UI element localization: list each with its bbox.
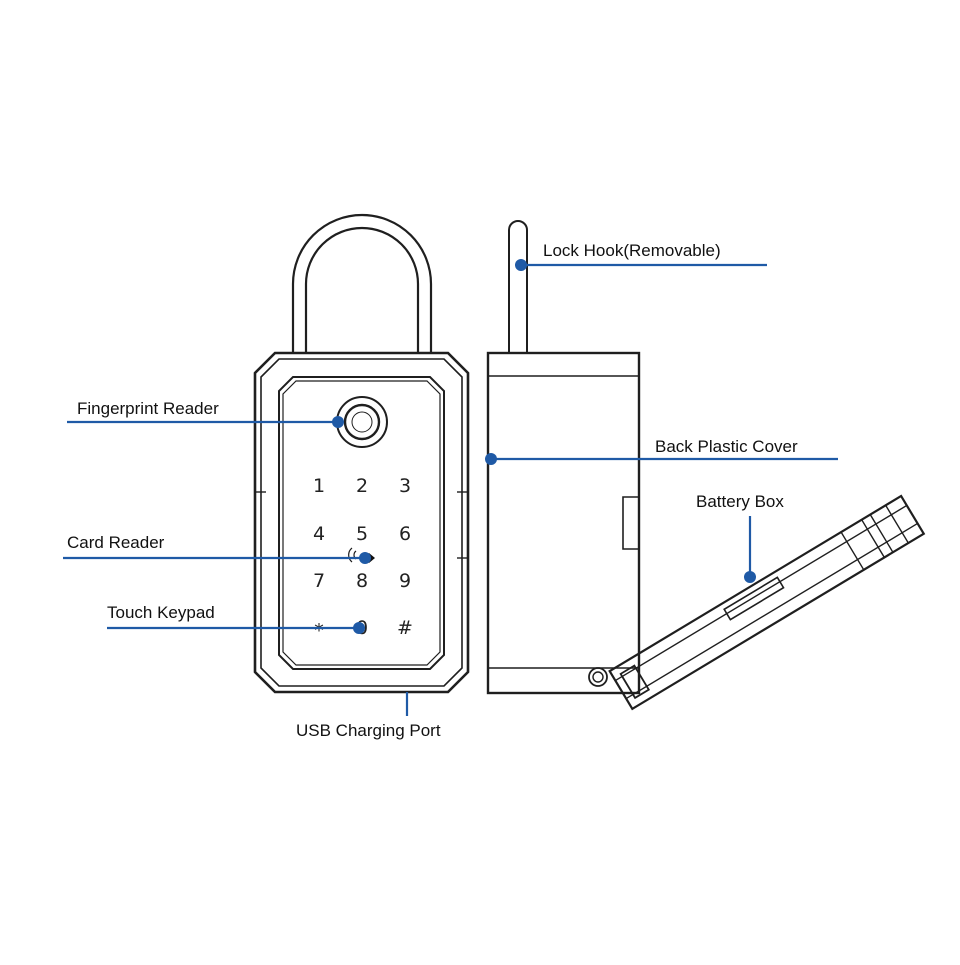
label-fingerprint-reader: Fingerprint Reader <box>77 399 219 418</box>
callouts <box>63 263 838 716</box>
callout-dot-card-reader <box>359 552 371 564</box>
side-body <box>486 351 641 695</box>
keypad-key: # <box>397 617 413 639</box>
lock-hook <box>508 220 528 353</box>
label-card-reader: Card Reader <box>67 533 165 552</box>
keypad-key: 5 <box>356 523 368 545</box>
label-touch-keypad: Touch Keypad <box>107 603 215 622</box>
keypad-key: 8 <box>356 570 368 592</box>
label-usb-charging-port: USB Charging Port <box>296 721 441 740</box>
touch-keypad: 1 2 3 4 5 6 7 8 9 * 0 # <box>313 475 413 642</box>
screw-icon <box>588 667 608 687</box>
label-lock-hook: Lock Hook(Removable) <box>543 241 721 260</box>
keypad-key: 6 <box>399 523 411 545</box>
callout-dot-back-cover <box>485 453 497 465</box>
callout-dot-touch-keypad <box>353 622 365 634</box>
label-battery-box: Battery Box <box>696 492 784 511</box>
front-body <box>253 351 470 694</box>
fingerprint-sensor-icon <box>336 396 388 448</box>
keypad-key: 3 <box>399 475 411 497</box>
keypad-key: 4 <box>313 523 325 545</box>
keypad-key: * <box>314 620 324 642</box>
keypad-panel <box>278 376 445 670</box>
keypad-key: 2 <box>356 475 368 497</box>
callout-dots <box>332 259 756 634</box>
battery-box <box>608 494 926 711</box>
label-back-plastic-cover: Back Plastic Cover <box>655 437 798 456</box>
shackle <box>291 213 433 353</box>
callout-dot-fingerprint <box>332 416 344 428</box>
keypad-key: 9 <box>399 570 411 592</box>
side-view <box>486 220 926 711</box>
front-view: 1 2 3 4 5 6 7 8 9 * 0 # <box>253 213 470 694</box>
callout-dot-battery-box <box>744 571 756 583</box>
keypad-key: 1 <box>313 475 325 497</box>
keypad-key: 7 <box>313 570 325 592</box>
callout-dot-lock-hook <box>515 259 527 271</box>
